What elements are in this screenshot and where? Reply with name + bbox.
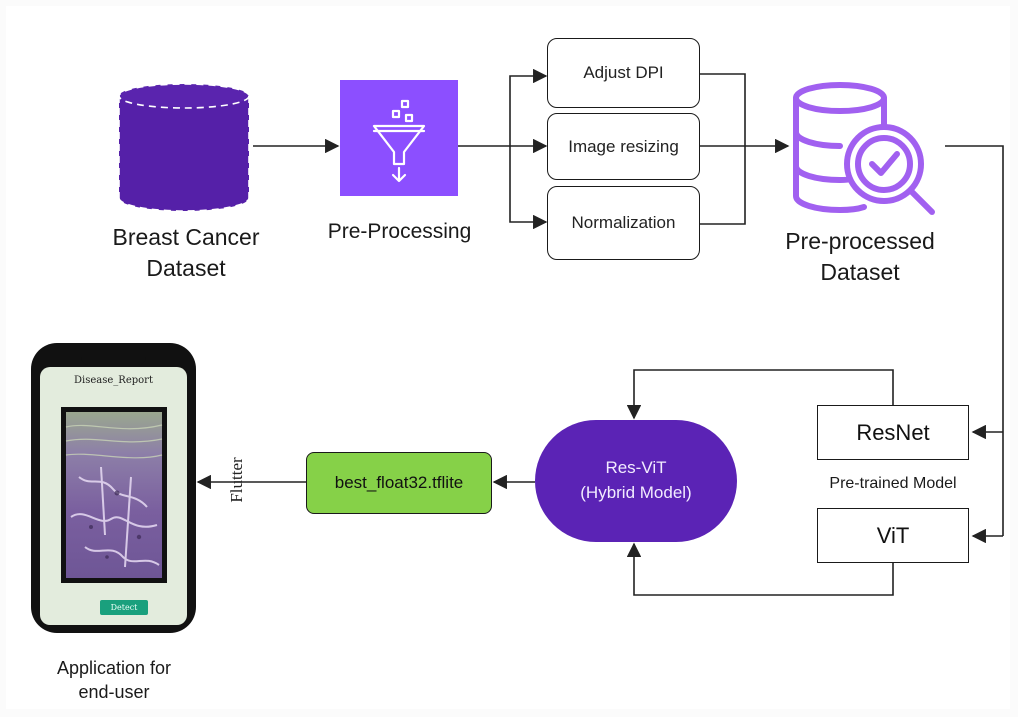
- dataset-label-line1: Breast Cancer: [112, 224, 260, 250]
- phone-screen: Disease_Report: [40, 367, 187, 625]
- funnel-filter-icon: [372, 99, 426, 183]
- line-preprocessed-to-models: [945, 145, 1004, 536]
- hybrid-model-line1: Res-ViT: [605, 458, 667, 478]
- histology-image-graphic: [65, 412, 163, 578]
- preprocessed-label: Pre-processed Dataset: [770, 226, 950, 288]
- model-vit: ViT: [817, 508, 969, 563]
- step-image-resizing: Image resizing: [547, 113, 700, 180]
- phone-screen-title: Disease_Report: [74, 375, 153, 386]
- hybrid-model-node: Res-ViT (Hybrid Model): [535, 420, 737, 542]
- app-caption-line2: end-user: [78, 682, 150, 703]
- dataset-label: Breast Cancer Dataset: [96, 222, 276, 284]
- preprocessing-node: [340, 80, 458, 196]
- step-normalization: Normalization: [547, 186, 700, 260]
- preprocessed-label-line1: Pre-processed: [785, 228, 935, 254]
- preprocessing-label: Pre-Processing: [327, 220, 472, 243]
- hybrid-model-line2: (Hybrid Model): [580, 483, 692, 502]
- model-vit-label: ViT: [876, 522, 910, 548]
- smartphone-icon: Disease_Report: [31, 343, 196, 633]
- dataset-label-line2: Dataset: [146, 255, 226, 282]
- app-caption-line1: Application for: [56, 658, 172, 678]
- flutter-label: Flutter: [227, 457, 246, 503]
- arrow-to-normalization: [509, 146, 548, 230]
- line-adjust-dpi-out: [700, 73, 746, 146]
- tflite-model-node: best_float32.tflite: [306, 452, 492, 514]
- arrow-vit-to-hybrid: [626, 542, 894, 596]
- database-cylinder-icon: [118, 83, 250, 212]
- phone-notch: [81, 343, 146, 365]
- step-image-resizing-label: Image resizing: [568, 136, 679, 156]
- arrow-to-adjust-dpi: [509, 68, 548, 146]
- detect-button[interactable]: Detect: [100, 600, 148, 615]
- model-resnet: ResNet: [817, 405, 969, 460]
- step-normalization-label: Normalization: [571, 213, 676, 232]
- histology-image: [61, 407, 167, 583]
- database-search-check-icon: [793, 82, 935, 215]
- app-caption: Application for end-user: [26, 656, 202, 705]
- model-resnet-label: ResNet: [856, 419, 930, 445]
- step-adjust-dpi: Adjust DPI: [547, 38, 700, 108]
- arrow-resnet-to-hybrid: [626, 369, 894, 420]
- pretrained-caption: Pre-trained Model: [829, 475, 957, 492]
- line-normalization-out: [700, 146, 746, 225]
- preprocessed-label-line2: Dataset: [820, 259, 900, 286]
- step-adjust-dpi-label: Adjust DPI: [583, 63, 664, 82]
- tflite-model-label: best_float32.tflite: [334, 473, 464, 492]
